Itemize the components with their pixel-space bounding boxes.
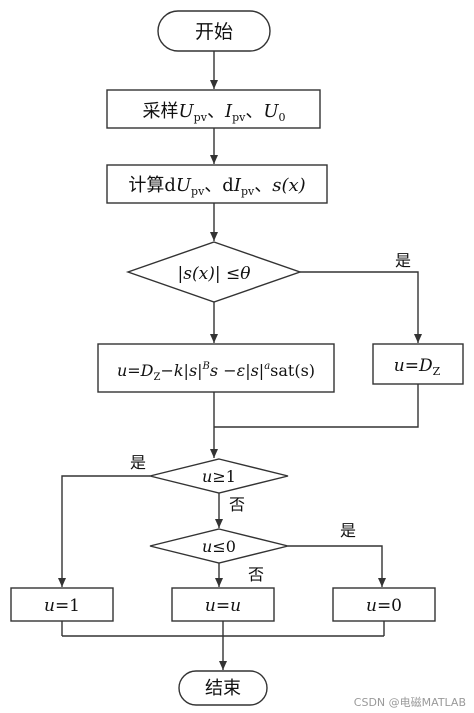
u-dz-node xyxy=(372,343,464,385)
edge-check-s-yes xyxy=(300,271,422,343)
edge-check-u0-yes xyxy=(288,545,386,587)
check-u1-label: u≥1 xyxy=(202,467,236,486)
end-node xyxy=(178,670,268,706)
compute-label: 计算dUpv、dIpv、s(x) xyxy=(128,175,305,198)
control-law-label: u=DZ−k|s|Bs −ε|s|asat(s) xyxy=(117,361,315,383)
u-u-node xyxy=(171,587,275,622)
check-u0-label: u≤0 xyxy=(202,537,236,556)
no-u1-label: 否 xyxy=(229,495,245,514)
watermark-text: CSDN @电磁MATLAB xyxy=(354,696,466,709)
control-law-node xyxy=(97,343,335,393)
end-label: 结束 xyxy=(205,678,241,699)
u-one-label: u=1 xyxy=(44,596,80,616)
yes-u0-label: 是 xyxy=(340,521,356,540)
check-s-label: |s(x)| ≤θ xyxy=(178,264,251,284)
yes-u1-label: 是 xyxy=(130,453,146,472)
edge-check-u1-yes xyxy=(58,475,150,587)
compute-node xyxy=(106,164,328,204)
start-label: 开始 xyxy=(195,21,233,43)
edge-u-dz-merge xyxy=(214,384,419,428)
yes-s-label: 是 xyxy=(395,251,411,270)
u-u-label: u=u xyxy=(205,596,241,616)
u-zero-label: u=0 xyxy=(366,596,402,616)
sample-label: 采样Upv、Ipv、U0 xyxy=(143,101,286,124)
no-u0-label: 否 xyxy=(248,565,264,584)
u-zero-node xyxy=(332,587,436,622)
sample-node xyxy=(106,89,321,129)
u-dz-label: u=DZ xyxy=(394,356,441,378)
